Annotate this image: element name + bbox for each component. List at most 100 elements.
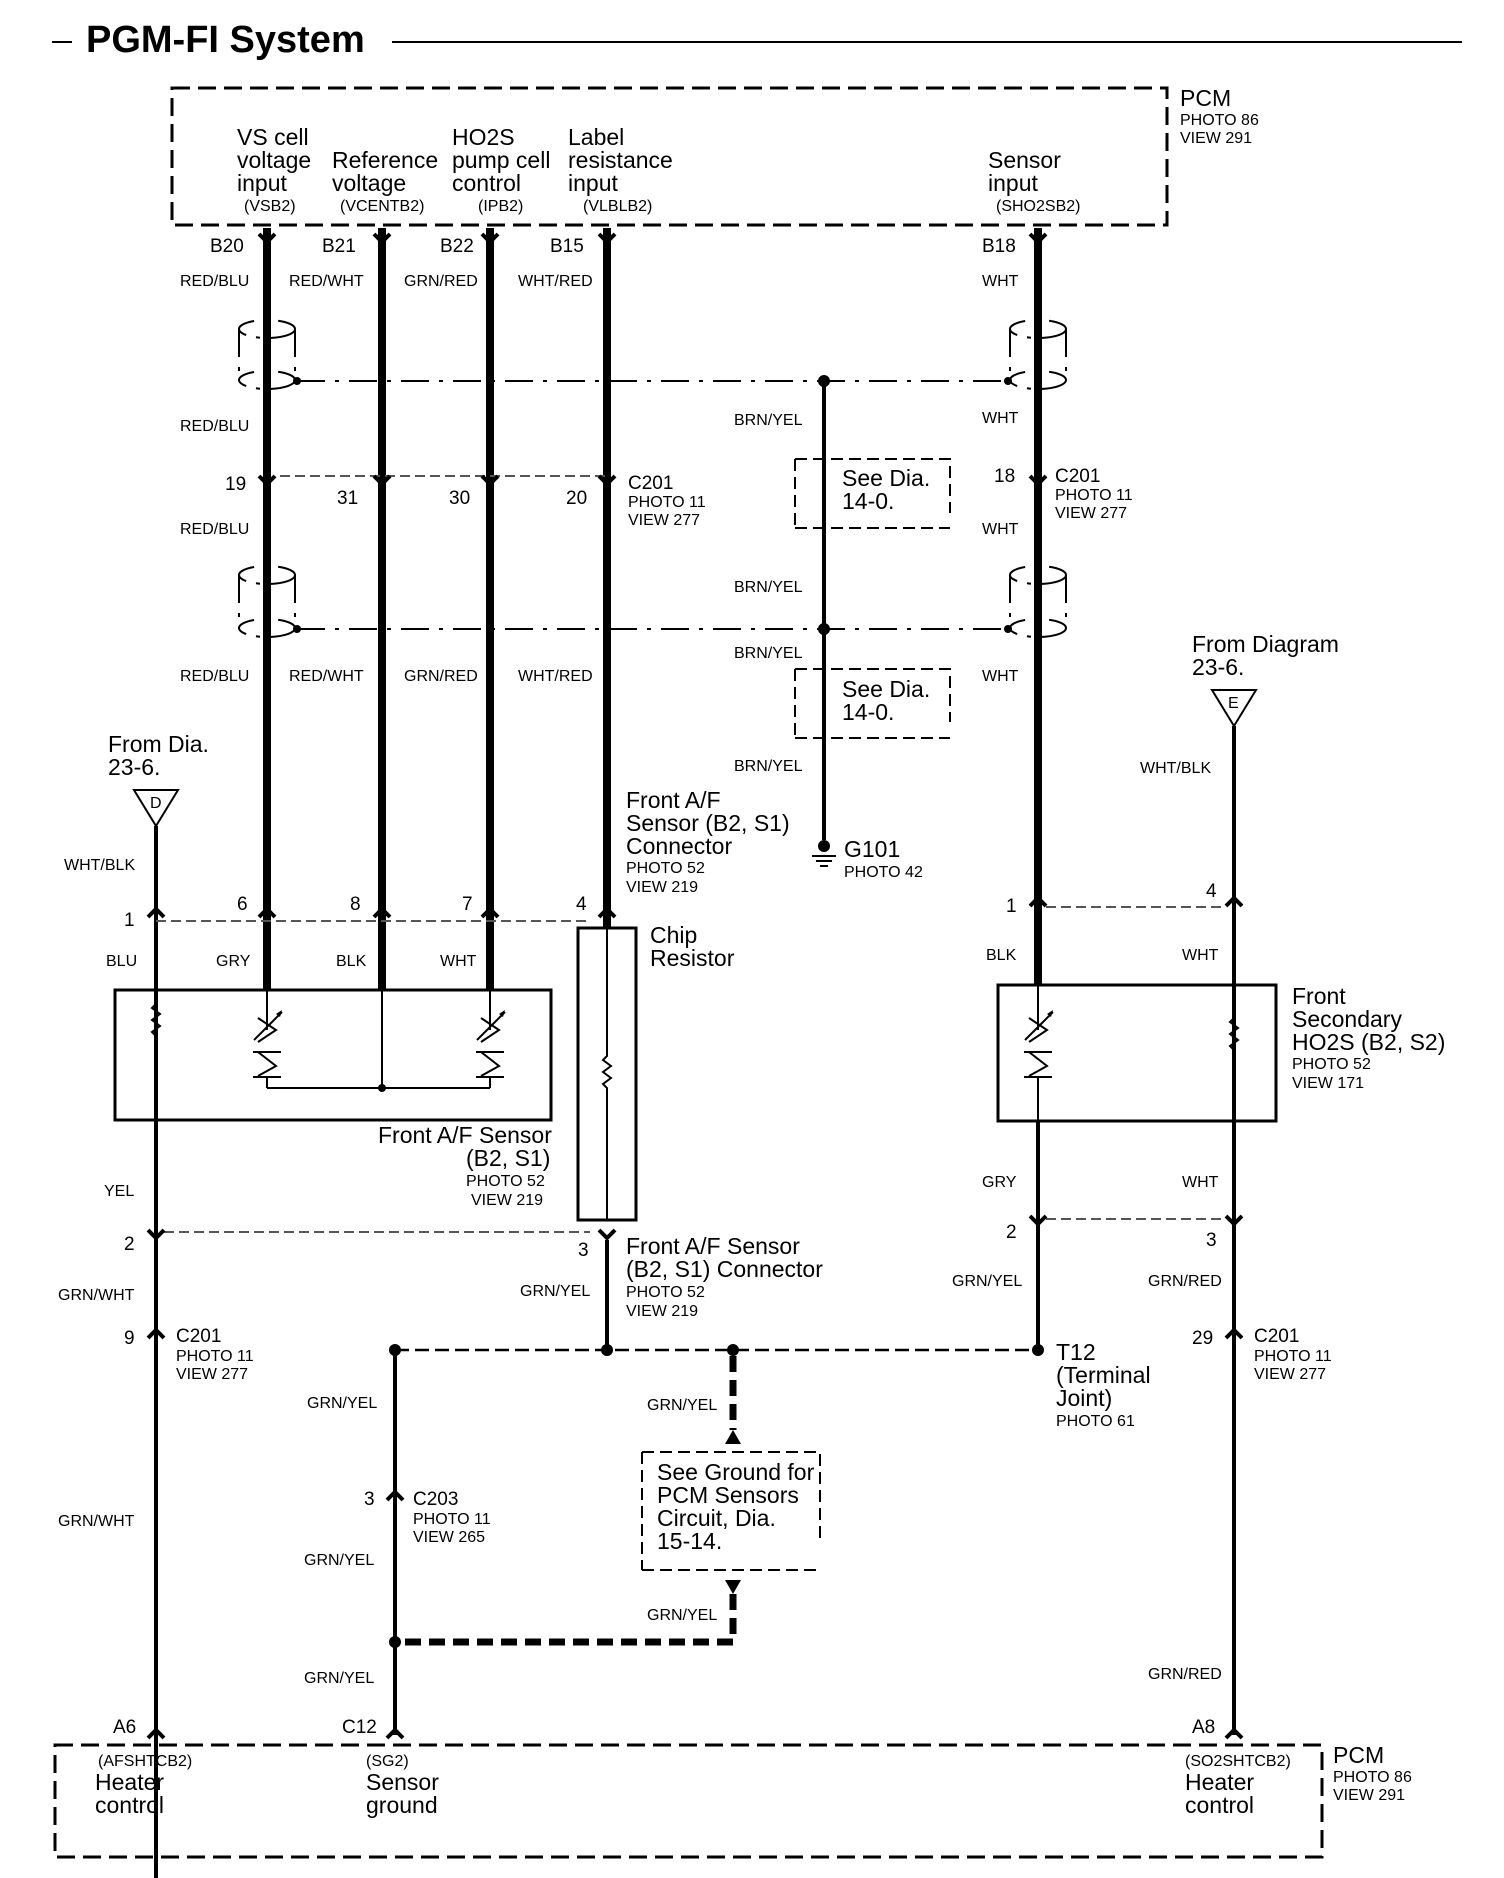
- sec-ho2s-l2: Secondary: [1292, 1006, 1402, 1032]
- pcm-top-photo: PHOTO 86: [1180, 112, 1259, 129]
- pcm-out-a8-l1: Heater: [1185, 1769, 1254, 1795]
- see-dia-box-1: [794, 458, 951, 529]
- pin-b22: B22: [440, 236, 474, 257]
- c201-pin-31: 31: [337, 488, 358, 509]
- af-vs-cell: [253, 990, 283, 1088]
- c201-bottom-right-mark: [1224, 1327, 1244, 1340]
- wire-label-gry-2: GRY: [982, 1174, 1017, 1191]
- af-pin-1: 1: [124, 910, 135, 931]
- shield-node-ul: [293, 377, 301, 385]
- c203-name: C203: [413, 1489, 458, 1510]
- pin-b20: B20: [210, 236, 244, 257]
- wire-label-brn-yel-1: BRN/YEL: [734, 412, 803, 429]
- from-dia-right-triangle: [1210, 689, 1258, 728]
- wire-label-wht-blk-1: WHT/BLK: [64, 857, 135, 874]
- af-sensor-l1: Front A/F Sensor: [378, 1122, 552, 1148]
- g101-name: G101: [844, 836, 900, 862]
- wire-label-grn-yel-4: GRN/YEL: [307, 1395, 377, 1412]
- af-connector-bottom-photo: PHOTO 52: [626, 1284, 705, 1301]
- wire-label-brn-yel-3: BRN/YEL: [734, 645, 803, 662]
- pcm-input-sensor-code: (SHO2SB2): [996, 198, 1080, 215]
- pcm-out-a8-l2: control: [1185, 1792, 1254, 1818]
- sec-pin-2: 2: [1006, 1222, 1017, 1243]
- pin-b21: B21: [322, 236, 356, 257]
- af-sensor-photo: PHOTO 52: [466, 1173, 545, 1190]
- af-sensor-l2: (B2, S1): [466, 1145, 550, 1171]
- wire-label-red-wht-2: RED/WHT: [289, 668, 364, 685]
- pin-a8: A8: [1192, 1717, 1215, 1738]
- wire-label-red-wht-1: RED/WHT: [289, 273, 364, 290]
- c203-pin: 3: [364, 1489, 375, 1510]
- pcm-out-a6-l1: Heater: [95, 1769, 164, 1795]
- c201-top-name-left: C201: [628, 473, 673, 494]
- c201-top-view-right: VIEW 277: [1055, 505, 1127, 522]
- shield-node-ur: [1004, 377, 1012, 385]
- pcm-input-ho2s-l1: HO2S: [452, 124, 515, 150]
- c201-pin-30: 30: [449, 488, 470, 509]
- arrow-up-icon: [725, 1430, 741, 1444]
- ground-g101-icon: [812, 840, 836, 867]
- sec-pin-1: 1: [1006, 896, 1017, 917]
- af-pin-7: 7: [462, 894, 473, 915]
- t12-l3: Joint): [1056, 1385, 1112, 1411]
- ground-bus-node-center: [727, 1344, 739, 1356]
- wire-label-brn-yel-2: BRN/YEL: [734, 579, 803, 596]
- af-bottom-pin-2: 2: [124, 1234, 135, 1255]
- sec-pin-3: 3: [1206, 1230, 1217, 1251]
- chip-resistor-l1: Chip: [650, 922, 697, 948]
- wire-label-red-blu-1: RED/BLU: [180, 273, 249, 290]
- pcm-out-a6-l2: control: [95, 1792, 164, 1818]
- pcm-input-label-l3: input: [568, 170, 618, 196]
- wire-label-wht-blk-2: WHT/BLK: [1140, 760, 1211, 777]
- pin-b15: B15: [550, 236, 584, 257]
- c201-top-name-right: C201: [1055, 466, 1100, 487]
- pcm-out-c12-code: (SG2): [366, 1753, 409, 1770]
- see-dia-1-l1: See Dia.: [842, 465, 930, 491]
- from-dia-right-letter: E: [1228, 695, 1239, 712]
- wire-label-yel: YEL: [104, 1183, 134, 1200]
- wire-label-wht-6: WHT: [1182, 947, 1219, 964]
- af-connector-top-l1: Front A/F: [626, 787, 721, 813]
- c201-bottom-left-pin: 9: [124, 1328, 135, 1349]
- wire-label-wht-5: WHT: [440, 953, 477, 970]
- pcm-out-c12-l1: Sensor: [366, 1769, 439, 1795]
- af-common-node: [378, 1084, 386, 1092]
- af-connector-bottom-view: VIEW 219: [626, 1303, 698, 1320]
- pcm-bottom-pin-marks: [146, 1727, 1244, 1740]
- c203-mark: [385, 1489, 405, 1502]
- c201-bottom-left-name: C201: [176, 1326, 221, 1347]
- pcm-input-sensor-l3: input: [988, 170, 1038, 196]
- wire-label-grn-red-2: GRN/RED: [404, 668, 478, 685]
- c201-top-marks: [257, 474, 1048, 487]
- wire-label-blu: BLU: [106, 953, 137, 970]
- see-ground-l3: Circuit, Dia.: [657, 1505, 776, 1531]
- af-connector-top-l3: Connector: [626, 833, 732, 859]
- wire-label-grn-yel-7: GRN/YEL: [952, 1273, 1022, 1290]
- af-sensor-view: VIEW 219: [471, 1192, 543, 1209]
- wire-label-gry-1: GRY: [216, 953, 251, 970]
- wire-label-wht-7: WHT: [1182, 1174, 1219, 1191]
- c201-pin-20: 20: [566, 488, 587, 509]
- sec-heater-resistor: [1228, 985, 1240, 1121]
- af-pump-cell: [476, 990, 506, 1088]
- sec-ho2s-photo: PHOTO 52: [1292, 1056, 1371, 1073]
- ground-bus-node-chip: [601, 1344, 613, 1356]
- wire-label-blk-1: BLK: [336, 953, 367, 970]
- pcm-out-a8-code: (SO2SHTCB2): [1185, 1753, 1291, 1770]
- pcm-input-vs-l2: voltage: [237, 147, 311, 173]
- see-ground-l2: PCM Sensors: [657, 1482, 799, 1508]
- af-bottom-pin-3: 3: [578, 1240, 589, 1261]
- sec-ho2s-box: [996, 983, 1278, 1123]
- c203-photo: PHOTO 11: [413, 1511, 491, 1528]
- pcm-input-vs-l3: input: [237, 170, 287, 196]
- wire-label-red-blu-4: RED/BLU: [180, 668, 249, 685]
- sec-ho2s-view: VIEW 171: [1292, 1075, 1364, 1092]
- sec-ho2s-l3: HO2S (B2, S2): [1292, 1029, 1445, 1055]
- see-ground-l4: 15-14.: [657, 1528, 722, 1554]
- wire-label-grn-red-1: GRN/RED: [404, 273, 478, 290]
- wire-label-wht-4: WHT: [982, 668, 1019, 685]
- pcm-bottom-box: [53, 1743, 1324, 1859]
- sec-connector-bottom-marks: [1028, 1214, 1244, 1227]
- pcm-bottom-view: VIEW 291: [1333, 1787, 1405, 1804]
- chip-resistor-l2: Resistor: [650, 945, 735, 971]
